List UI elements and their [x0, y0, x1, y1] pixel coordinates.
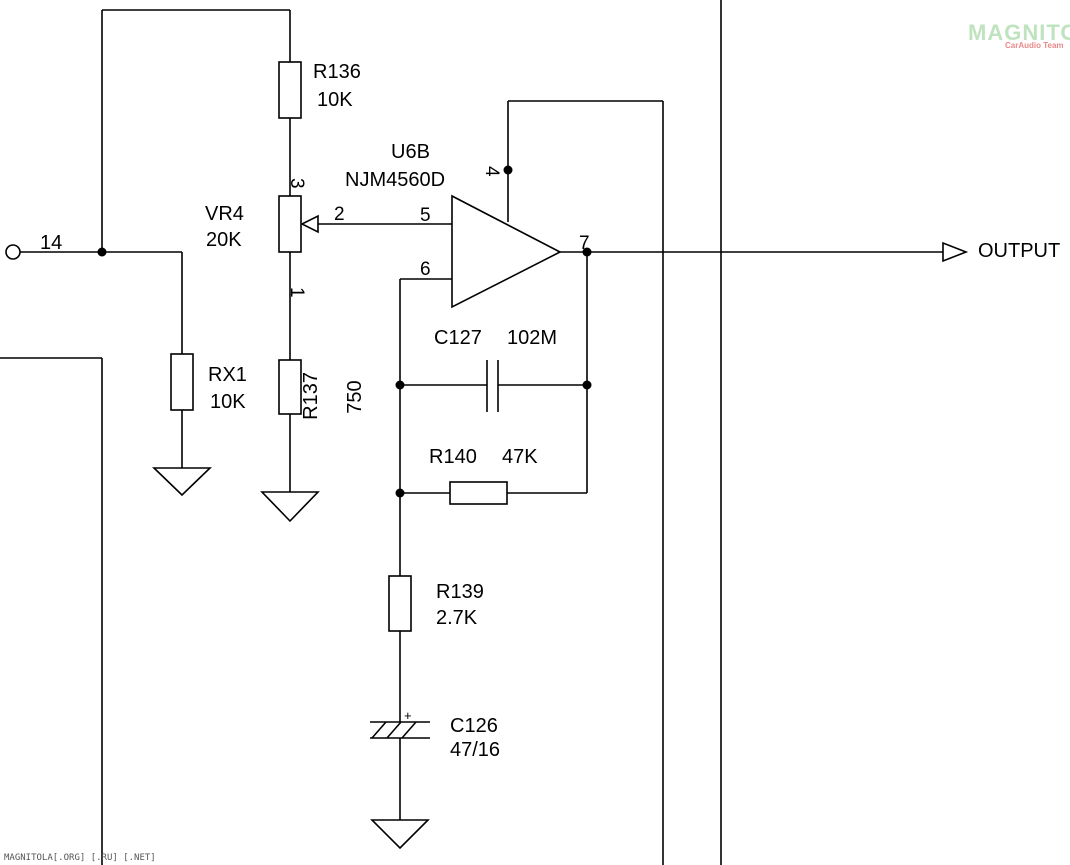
r139-body — [388, 575, 412, 632]
rx1-body — [170, 353, 194, 411]
op-amp-triangle — [451, 194, 562, 309]
c127-plates — [486, 360, 499, 412]
c126-plates — [370, 721, 430, 739]
wires — [0, 0, 943, 865]
junction-r140-left — [395, 488, 405, 498]
junction-dots — [97, 165, 592, 498]
watermark-footer: MAGNITOLA[.ORG] [.RU] [.NET] — [4, 853, 156, 863]
u6b-part: NJM4560D — [345, 169, 445, 191]
vr4-value: 20K — [206, 229, 242, 251]
r140-body — [449, 481, 508, 505]
rx1-ref: RX1 — [208, 364, 247, 386]
u6b-pin-out: 7 — [579, 233, 590, 254]
r137-value: 750 — [344, 380, 366, 413]
junction-pin4 — [503, 165, 513, 175]
vr4-ref: VR4 — [205, 203, 244, 225]
vr4-body — [278, 195, 302, 253]
u6b-ref: U6B — [391, 141, 430, 163]
ground-icon-c126 — [370, 819, 430, 850]
c127-value: 102M — [507, 327, 557, 349]
input-terminal — [5, 244, 21, 260]
r137-ref: R137 — [300, 372, 322, 420]
r137-body — [278, 359, 302, 415]
vr4-wiper-arrow — [300, 214, 319, 234]
junction-c127-right — [582, 380, 592, 390]
watermark-sub: CarAudio Team — [1005, 41, 1064, 50]
watermark-brand: MAGNITOLA — [968, 20, 1070, 45]
r136-ref: R136 — [313, 61, 361, 83]
u6b-pin-pwr: 4 — [481, 166, 502, 177]
r140-value: 47K — [502, 446, 538, 468]
output-arrow-icon — [942, 241, 969, 263]
c126-ref: C126 — [450, 715, 498, 737]
r140-ref: R140 — [429, 446, 477, 468]
junction-c127-left — [395, 380, 405, 390]
junction-input — [97, 247, 107, 257]
junction-output — [582, 247, 592, 257]
ground-icon-r137 — [260, 491, 320, 523]
ground-icon-rx1 — [152, 467, 212, 497]
input-pin-label: 14 — [40, 232, 62, 254]
output-label: OUTPUT — [978, 240, 1060, 262]
rx1-value: 10K — [210, 391, 246, 413]
vr4-pin-top: 3 — [286, 178, 307, 189]
c126-value: 47/16 — [450, 739, 500, 761]
c127-ref: C127 — [434, 327, 482, 349]
r136-body — [278, 61, 302, 119]
u6b-pin-minus: 6 — [420, 259, 431, 280]
r136-value: 10K — [317, 89, 353, 111]
vr4-pin-bottom: 1 — [286, 287, 307, 298]
r139-ref: R139 — [436, 581, 484, 603]
r139-value: 2.7K — [436, 607, 478, 629]
c126-polarity: + — [404, 708, 412, 723]
vr4-pin-wiper: 2 — [334, 204, 345, 225]
u6b-pin-plus: 5 — [420, 205, 431, 226]
